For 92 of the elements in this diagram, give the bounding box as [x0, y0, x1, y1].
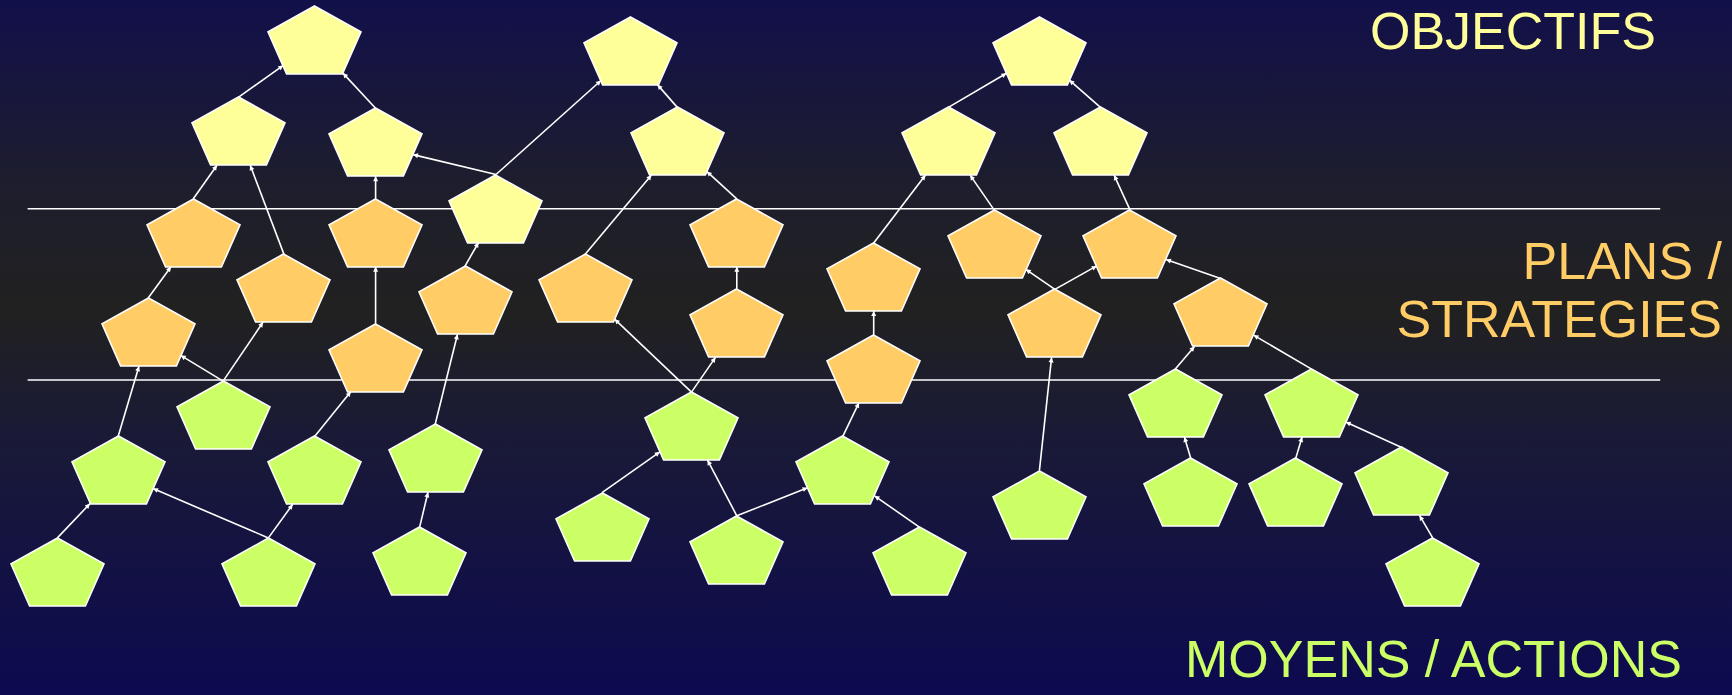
arrow: [464, 241, 480, 267]
pentagon-shape: [946, 208, 1042, 279]
arrow: [152, 487, 270, 539]
arrow: [1068, 79, 1101, 108]
pentagon-shape: [689, 514, 785, 585]
arrow: [418, 491, 430, 528]
tier-label: PLANS / STRATEGIES: [1395, 232, 1722, 349]
pentagon-shape: [537, 253, 633, 324]
arrow: [147, 266, 172, 299]
pentagon-shape: [1052, 106, 1148, 177]
arrow: [117, 365, 140, 438]
arrow: [56, 502, 91, 539]
pentagon-shape: [1173, 277, 1269, 348]
pentagon-shape: [991, 15, 1087, 86]
pentagon-shape: [191, 96, 287, 167]
pentagon-shape: [826, 333, 922, 404]
arrow: [1165, 258, 1222, 280]
arrow: [584, 174, 653, 255]
pentagon-shape: [1263, 367, 1359, 438]
arrow: [872, 174, 927, 244]
pentagon-shape: [795, 435, 891, 506]
arrow: [613, 318, 693, 393]
arrow: [1294, 436, 1304, 460]
pentagon-shape: [387, 423, 483, 494]
pentagon-shape: [417, 265, 513, 336]
tier-label: OBJECTIFS: [1368, 2, 1656, 61]
pentagon-shape: [554, 491, 650, 562]
arrow: [705, 170, 738, 200]
arrow: [314, 390, 352, 438]
arrow: [690, 356, 717, 393]
pentagon-shape: [372, 525, 468, 596]
arrow: [222, 321, 264, 382]
arrow: [969, 174, 995, 211]
arrow: [495, 79, 602, 176]
arrow: [706, 459, 738, 517]
arrow: [434, 333, 459, 425]
tier-label: MOYENS / ACTIONS: [1184, 630, 1682, 689]
pentagon-shape: [328, 322, 424, 393]
arrow: [1174, 345, 1196, 370]
arrow: [842, 401, 860, 438]
arrow: [1418, 514, 1434, 539]
pentagon-shape: [643, 391, 739, 462]
pentagon-shape: [100, 297, 196, 368]
arrow: [1038, 356, 1054, 472]
arrow: [267, 503, 294, 539]
pentagon-shape: [689, 197, 785, 268]
arrow: [871, 310, 877, 336]
arrow: [249, 164, 285, 255]
pentagon-shape: [1385, 536, 1481, 607]
arrow: [1113, 174, 1131, 211]
pentagon-shape: [220, 536, 316, 607]
pentagon-shape: [583, 15, 679, 86]
pentagon-shape: [826, 242, 922, 312]
arrow: [948, 72, 1008, 108]
pentagon-shape: [328, 107, 424, 178]
pentagon-shape: [1143, 457, 1239, 528]
pentagon-shape: [145, 197, 241, 268]
pentagon-shape: [1082, 208, 1178, 279]
pentagon-shape: [1007, 288, 1103, 359]
arrow: [1054, 265, 1098, 291]
arrow: [601, 451, 661, 494]
pentagon-shape: [1127, 367, 1223, 438]
arrow: [373, 175, 379, 200]
pentagon-shape: [70, 435, 166, 506]
arrow: [179, 354, 224, 382]
pentagon-shape: [1248, 457, 1344, 528]
pentagon-shape: [871, 525, 967, 596]
arrow: [1252, 334, 1312, 370]
pentagon-shape: [9, 536, 105, 607]
pentagon-shape: [1354, 446, 1450, 517]
arrow: [237, 64, 285, 98]
arrow: [1344, 421, 1403, 449]
arrow: [1025, 268, 1056, 291]
arrow: [734, 266, 740, 291]
arrow: [1183, 436, 1192, 460]
pentagon-shape: [629, 106, 725, 177]
arrow: [192, 164, 218, 200]
pentagon-shape: [689, 288, 785, 359]
arrow: [342, 72, 377, 110]
pentagon-shape: [267, 435, 363, 506]
pentagon-shape: [991, 469, 1087, 540]
arrow: [412, 153, 497, 176]
pentagon-shape: [175, 380, 271, 451]
arrow: [873, 495, 920, 528]
pentagon-shape: [267, 4, 363, 75]
pentagon-shape: [448, 173, 544, 244]
arrow: [656, 83, 678, 108]
pentagon-shape: [236, 253, 332, 324]
pentagon-shape: [328, 197, 424, 268]
pentagon-shape: [901, 106, 997, 177]
arrow: [373, 266, 379, 325]
arrow: [736, 486, 809, 517]
